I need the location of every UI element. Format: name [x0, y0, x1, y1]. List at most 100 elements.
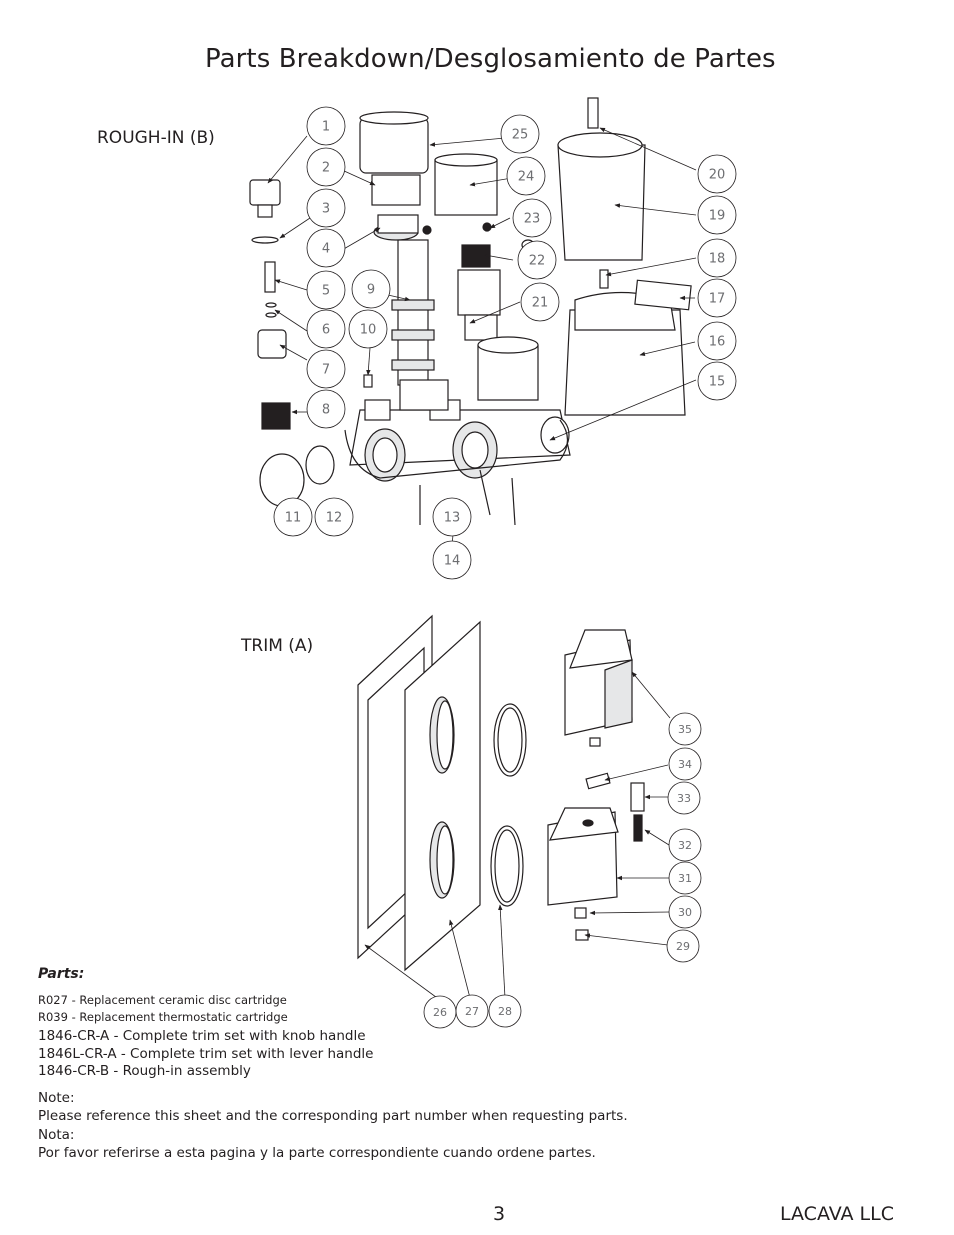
callout-circle: [697, 195, 737, 235]
kit-item: 1846-CR-A - Complete trim set with knob …: [38, 1028, 366, 1044]
note-heading: Note:: [38, 1090, 75, 1106]
callout-circle: [668, 747, 702, 781]
escutcheon-plate-27: [404, 620, 481, 972]
callout-label: 16: [709, 335, 726, 350]
callout-circle: [667, 781, 701, 815]
rough-in-drawing: [249, 97, 692, 526]
callout-label: 22: [529, 254, 546, 269]
callout-label: 9: [367, 283, 375, 298]
callout-label: 29: [676, 940, 690, 953]
callout-circle: [520, 282, 560, 322]
callout-label: 26: [433, 1006, 447, 1019]
callout-circle: [306, 349, 346, 389]
callout-circle: [314, 497, 354, 537]
callout-label: 24: [518, 170, 535, 185]
callout-label: 17: [709, 292, 726, 307]
handle-35: [564, 629, 633, 736]
note-text: Please reference this sheet and the corr…: [38, 1108, 628, 1124]
callout-circle: [697, 278, 737, 318]
nota-heading: Nota:: [38, 1127, 75, 1143]
callout-label: 5: [322, 284, 330, 299]
callout-circle: [697, 154, 737, 194]
callout-label: 27: [465, 1005, 479, 1018]
callout-circle: [668, 895, 702, 929]
trim-section-label: TRIM (A): [241, 636, 314, 656]
callout-circle: [666, 929, 700, 963]
callout-circle: [432, 497, 472, 537]
callout-label: 6: [322, 323, 330, 338]
callout-label: 15: [709, 375, 726, 390]
page-number: 3: [493, 1203, 506, 1225]
callout-label: 23: [524, 212, 541, 227]
housing-parts: [422, 97, 692, 416]
callout-circle: [517, 240, 557, 280]
callout-circle: [668, 861, 702, 895]
callout-circle: [697, 361, 737, 401]
callout-label: 8: [322, 403, 330, 418]
callout-circle: [306, 106, 346, 146]
callout-circle: [306, 147, 346, 187]
nota-text: Por favor referirse a esta pagina y la p…: [38, 1145, 596, 1161]
callout-label: 10: [360, 323, 377, 338]
callout-label: 1: [322, 120, 330, 135]
ceramic-cartridge: [457, 244, 501, 341]
callout-circle: [488, 994, 522, 1028]
callout-label: 35: [678, 723, 692, 736]
callout-circle: [512, 198, 552, 238]
callout-label: 11: [285, 511, 302, 526]
rough-in-section-label: ROUGH-IN (B): [97, 128, 215, 148]
callout-label: 34: [678, 758, 692, 771]
callout-label: 33: [677, 792, 691, 805]
callout-circle: [306, 309, 346, 349]
callout-label: 20: [709, 168, 726, 183]
callout-circle: [455, 994, 489, 1028]
callout-circle: [432, 540, 472, 580]
callout-circle: [500, 114, 540, 154]
kit-item: 1846-CR-B - Rough-in assembly: [38, 1063, 251, 1079]
callout-label: 4: [322, 242, 330, 257]
valve-body: [344, 399, 571, 482]
callout-circle: [697, 321, 737, 361]
callout-label: 21: [532, 296, 549, 311]
replacement-item: R027 - Replacement ceramic disc cartridg…: [38, 993, 287, 1007]
callout-label: 3: [322, 202, 330, 217]
trim-drawing: [357, 614, 645, 972]
callout-label: 14: [444, 554, 461, 569]
callout-circle: [306, 389, 346, 429]
callout-label: 2: [322, 161, 330, 176]
upper-caps: [359, 111, 498, 241]
kit-item: 1846L-CR-A - Complete trim set with leve…: [38, 1046, 374, 1062]
o-rings-28: [490, 703, 527, 907]
callout-circle: [351, 269, 391, 309]
callout-circle: [668, 828, 702, 862]
callout-circle: [506, 156, 546, 196]
trim-leaders: [364, 671, 671, 1001]
callout-circle: [348, 309, 388, 349]
callout-circle: [697, 238, 737, 278]
callout-label: 28: [498, 1005, 512, 1018]
thermostatic-cartridge: [391, 239, 449, 411]
callout-circle: [306, 228, 346, 268]
callout-label: 31: [678, 872, 692, 885]
callout-circle: [273, 497, 313, 537]
callout-label: 18: [709, 252, 726, 267]
handle-31: [547, 807, 619, 906]
callout-label: 19: [709, 209, 726, 224]
pipe-sleeve: [477, 336, 539, 401]
callout-circle: [668, 712, 702, 746]
replacement-item: R039 - Replacement thermostatic cartridg…: [38, 1010, 288, 1024]
left-small-parts: [249, 179, 516, 526]
page-title: Parts Breakdown/Desglosamiento de Partes: [205, 44, 776, 74]
callout-label: 25: [512, 128, 529, 143]
callout-label: 7: [322, 363, 330, 378]
callout-circle: [306, 270, 346, 310]
callout-label: 12: [326, 511, 343, 526]
callout-circle: [306, 188, 346, 228]
parts-heading: Parts:: [38, 966, 85, 982]
callout-label: 13: [444, 511, 461, 526]
callout-label: 30: [678, 906, 692, 919]
callout-label: 32: [678, 839, 692, 852]
company-name: LACAVA LLC: [780, 1203, 894, 1225]
